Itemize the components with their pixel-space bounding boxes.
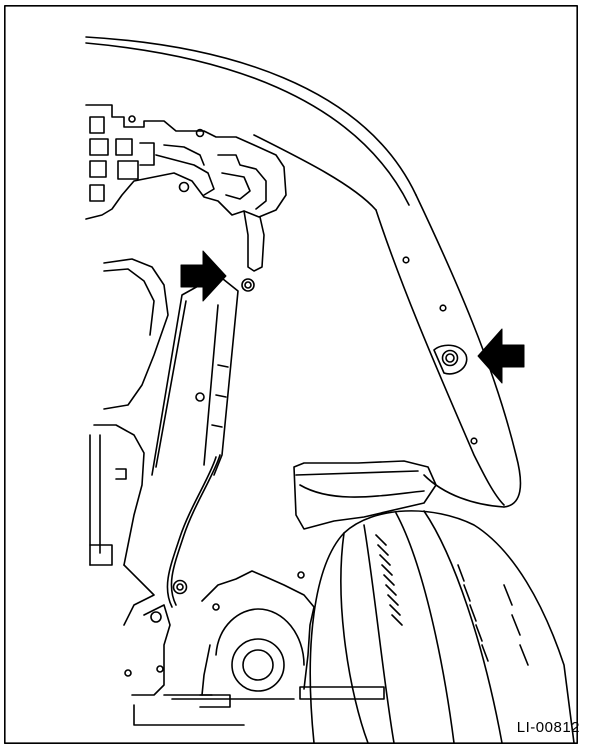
panel-hole	[439, 304, 447, 312]
clip-left-center	[244, 281, 252, 289]
lower-hole	[124, 669, 132, 677]
left-body-structure	[89, 258, 169, 626]
hub	[231, 638, 285, 692]
lower-structure	[124, 570, 385, 726]
upper-bracket-assembly	[85, 104, 287, 292]
tire	[293, 460, 575, 744]
hub-inner	[242, 649, 274, 681]
fender-liner-panel	[85, 36, 522, 508]
strut-hole	[195, 392, 205, 402]
figure-frame	[4, 5, 578, 744]
clip-right	[441, 349, 459, 367]
lower-hole	[212, 603, 220, 611]
bracket-hole	[178, 181, 190, 193]
cable-grommet-center	[176, 583, 184, 591]
lower-hole	[297, 571, 305, 579]
lower-hole	[150, 611, 162, 623]
bracket-hole	[128, 115, 136, 123]
clip-boss	[433, 344, 468, 375]
tire-tread	[375, 534, 529, 666]
left-arrow	[180, 250, 227, 302]
figure-reference-id: LI-00812	[516, 719, 580, 736]
clip-left	[241, 278, 255, 292]
right-arrow	[477, 328, 525, 384]
cable-grommet	[172, 579, 188, 595]
panel-hole	[470, 437, 478, 445]
lower-hole	[156, 665, 164, 673]
clip-right-center	[445, 353, 455, 363]
panel-hole	[402, 256, 410, 264]
figure-border	[4, 5, 578, 744]
bracket-hole	[195, 128, 205, 138]
vertical-strut	[151, 274, 239, 608]
illustration	[4, 5, 578, 744]
